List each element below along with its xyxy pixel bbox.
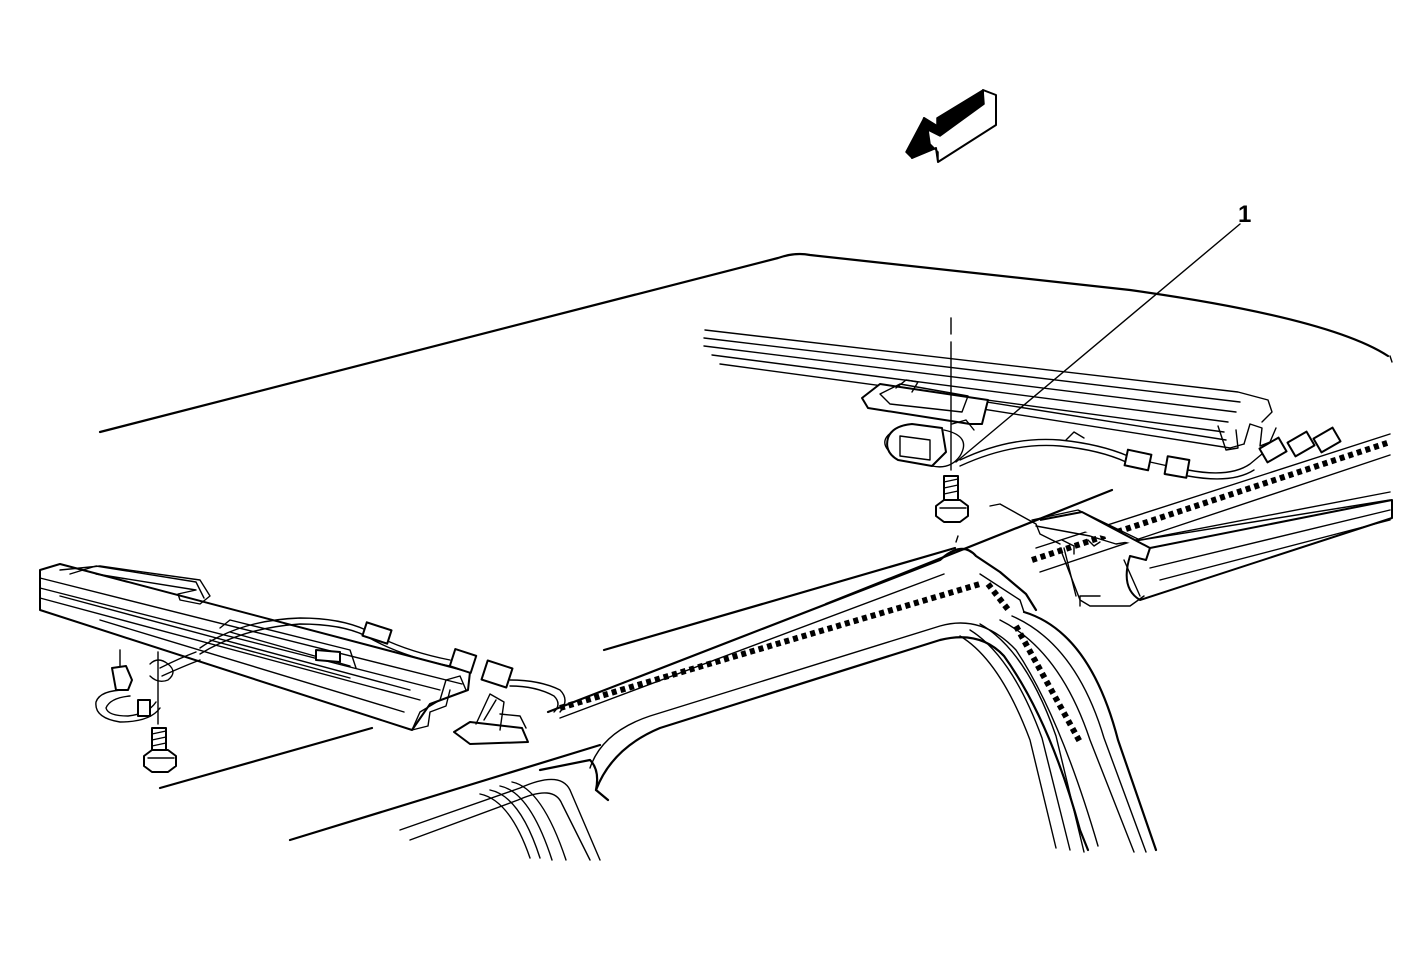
left-wiring-harness	[95, 617, 566, 723]
roof-seal-corner	[985, 582, 1013, 614]
upper-wiring-harness	[959, 426, 1342, 480]
roof-seal-center	[559, 581, 981, 711]
right-lower-rail-channel	[989, 491, 1393, 607]
left-clip-bracket	[453, 693, 529, 745]
front-direction-arrow-icon	[905, 89, 997, 163]
roof-panel	[98, 252, 1393, 842]
upper-bolt-icon	[935, 475, 969, 523]
left-roof-rail	[39, 563, 471, 731]
right-roof-rail	[703, 329, 1277, 451]
callout-1-leader-line	[955, 223, 1241, 463]
roof-seal-pillar	[1013, 624, 1083, 744]
callout-1: 1	[955, 201, 1251, 463]
left-bolt-icon	[143, 651, 177, 773]
upper-lamp-bracket	[861, 379, 989, 468]
center-pillar-joint	[546, 535, 1038, 719]
door-frame-openings	[399, 610, 1158, 861]
callout-1-number: 1	[1238, 201, 1251, 228]
